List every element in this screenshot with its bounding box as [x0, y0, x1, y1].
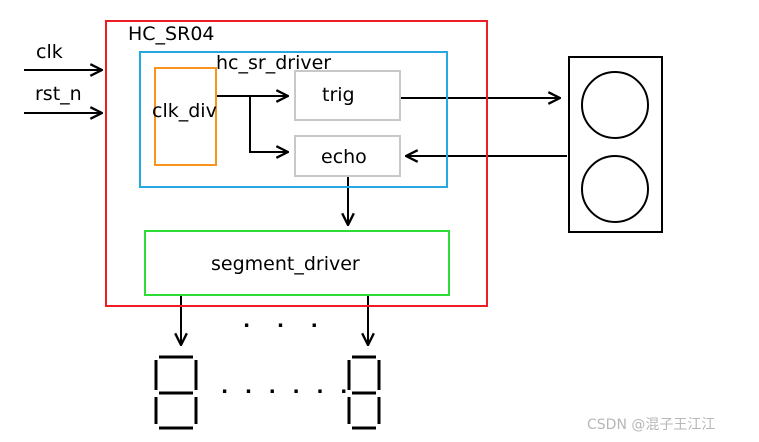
echo-label: echo — [321, 146, 367, 168]
trig-label: trig — [322, 84, 355, 106]
sensor-transducer-top — [581, 71, 649, 139]
ellipsis-top: . . . — [243, 310, 328, 332]
hc-sr-driver-title: hc_sr_driver — [216, 52, 332, 74]
seven-segment-digit-1 — [154, 355, 198, 430]
hc-sr04-title: HC_SR04 — [128, 23, 215, 45]
sensor-transducer-bottom — [581, 155, 649, 223]
trig-block — [294, 70, 401, 121]
segment-driver-label: segment_driver — [211, 253, 360, 275]
rst-n-input-label: rst_n — [35, 83, 82, 105]
segment-driver-block — [144, 230, 450, 296]
echo-block — [294, 135, 401, 177]
hc-sr04-module — [105, 20, 488, 307]
clkdiv-to-echo-line — [249, 96, 288, 152]
clk-div-label: clk_div — [152, 100, 217, 122]
clk-div-block — [154, 67, 217, 166]
csdn-watermark: CSDN @混子王江江 — [587, 417, 716, 433]
ellipsis-bottom: . . . . . . — [221, 376, 353, 398]
hc-sr-driver-module — [139, 51, 448, 188]
clk-input-label: clk — [36, 41, 63, 63]
seven-segment-digit-2 — [347, 355, 381, 430]
